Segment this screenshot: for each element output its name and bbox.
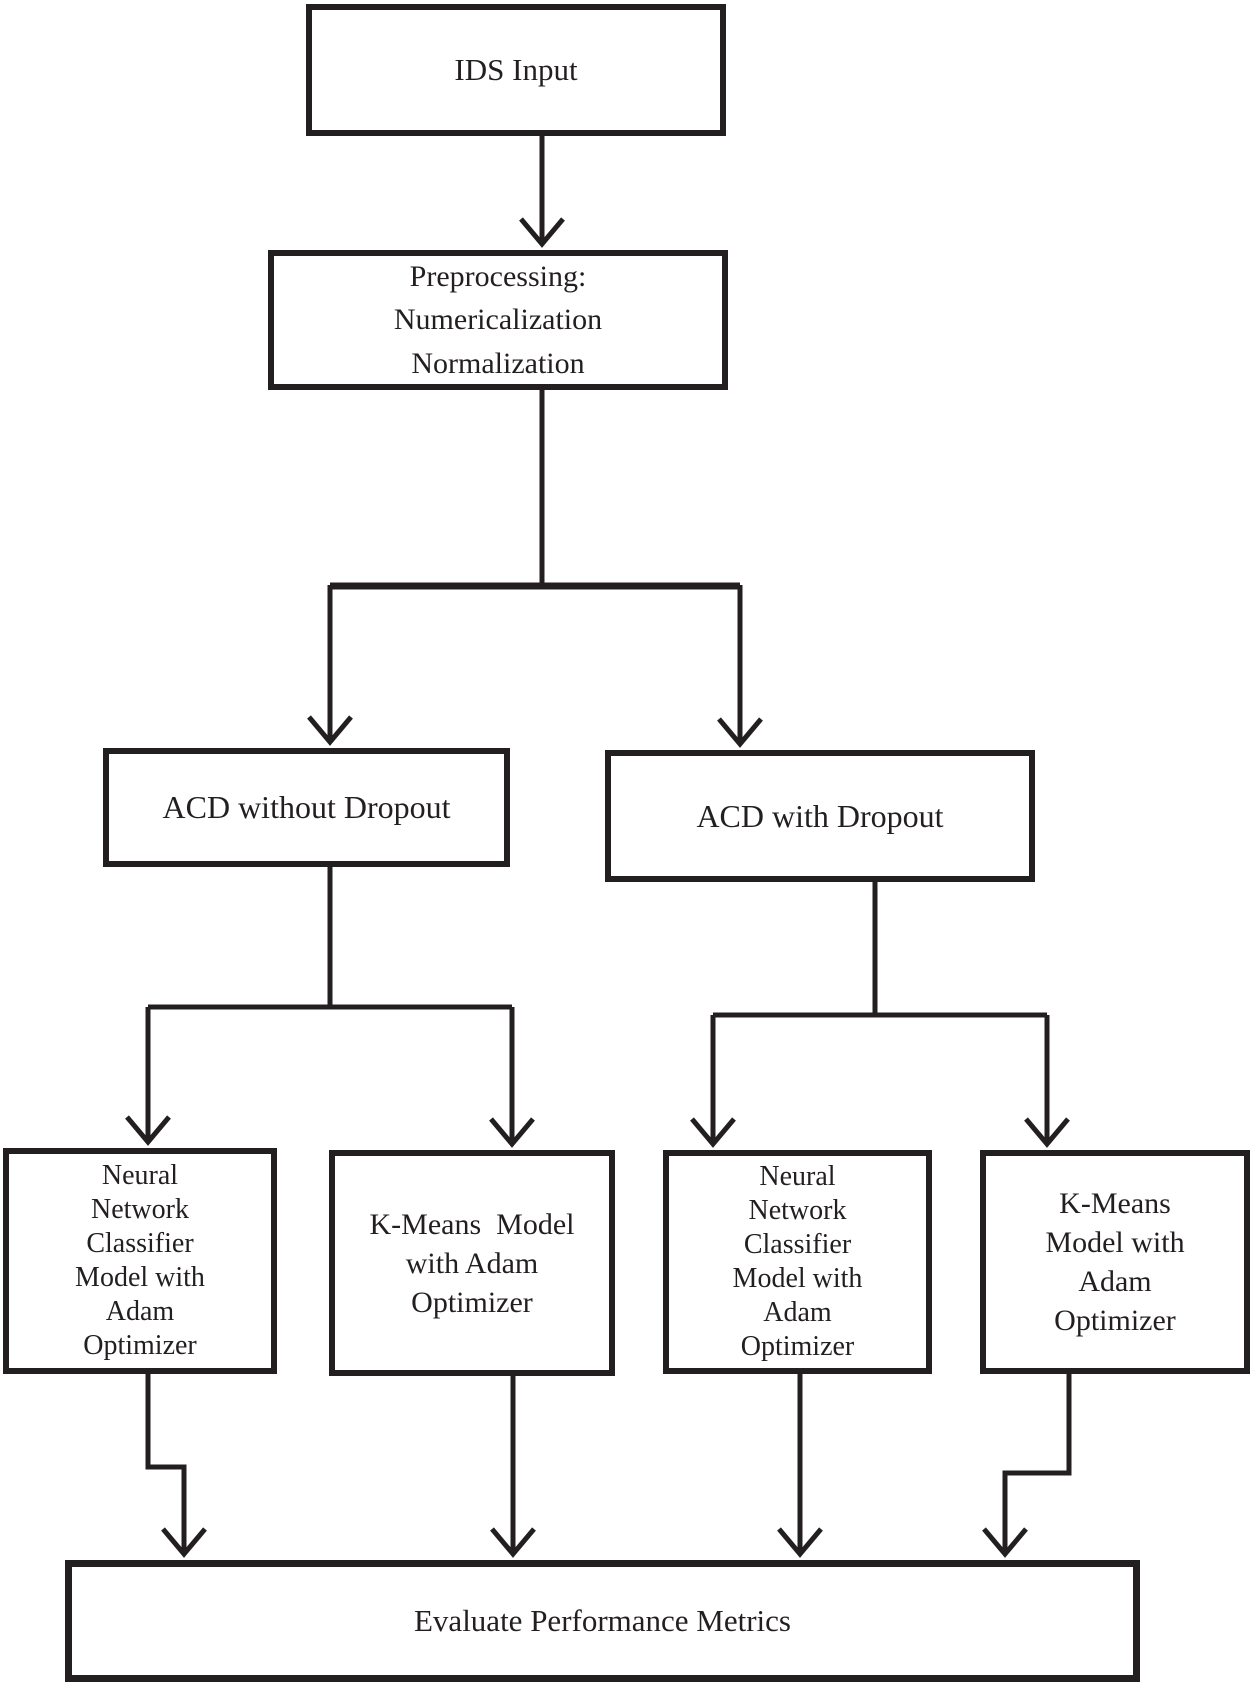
node-nn-classifier-right-label: Neural Network Classifier Model with Ada… [732, 1160, 863, 1363]
node-preprocessing-label: Preprocessing: Numericalization Normaliz… [393, 259, 603, 380]
node-kmeans-right: K-Means Model with Adam Optimizer [980, 1150, 1250, 1374]
node-acd-without-dropout: ACD without Dropout [103, 748, 510, 867]
node-evaluate-metrics: Evaluate Performance Metrics [65, 1560, 1140, 1682]
arrow-kmeans-right-to-evaluate [982, 1372, 1072, 1558]
node-ids-input-label: IDS Input [454, 52, 578, 87]
node-evaluate-metrics-label: Evaluate Performance Metrics [414, 1603, 791, 1638]
node-kmeans-right-label: K-Means Model with Adam Optimizer [1045, 1187, 1185, 1337]
node-ids-input: IDS Input [306, 4, 726, 136]
node-acd-with-dropout-label: ACD with Dropout [696, 797, 944, 834]
node-nn-classifier-left-label: Neural Network Classifier Model with Ada… [75, 1159, 205, 1362]
node-acd-with-dropout: ACD with Dropout [605, 750, 1035, 882]
connector-preprocessing-split-bar [330, 582, 740, 590]
node-kmeans-left-label: K-Means Model with Adam Optimizer [369, 1207, 575, 1319]
node-nn-classifier-left: Neural Network Classifier Model with Ada… [3, 1148, 277, 1374]
node-acd-without-dropout-label: ACD without Dropout [162, 789, 451, 825]
arrow-nn-left-to-evaluate [145, 1372, 207, 1558]
node-kmeans-left: K-Means Model with Adam Optimizer [329, 1150, 615, 1376]
node-preprocessing: Preprocessing: Numericalization Normaliz… [268, 250, 728, 390]
node-nn-classifier-right: Neural Network Classifier Model with Ada… [663, 1150, 932, 1374]
